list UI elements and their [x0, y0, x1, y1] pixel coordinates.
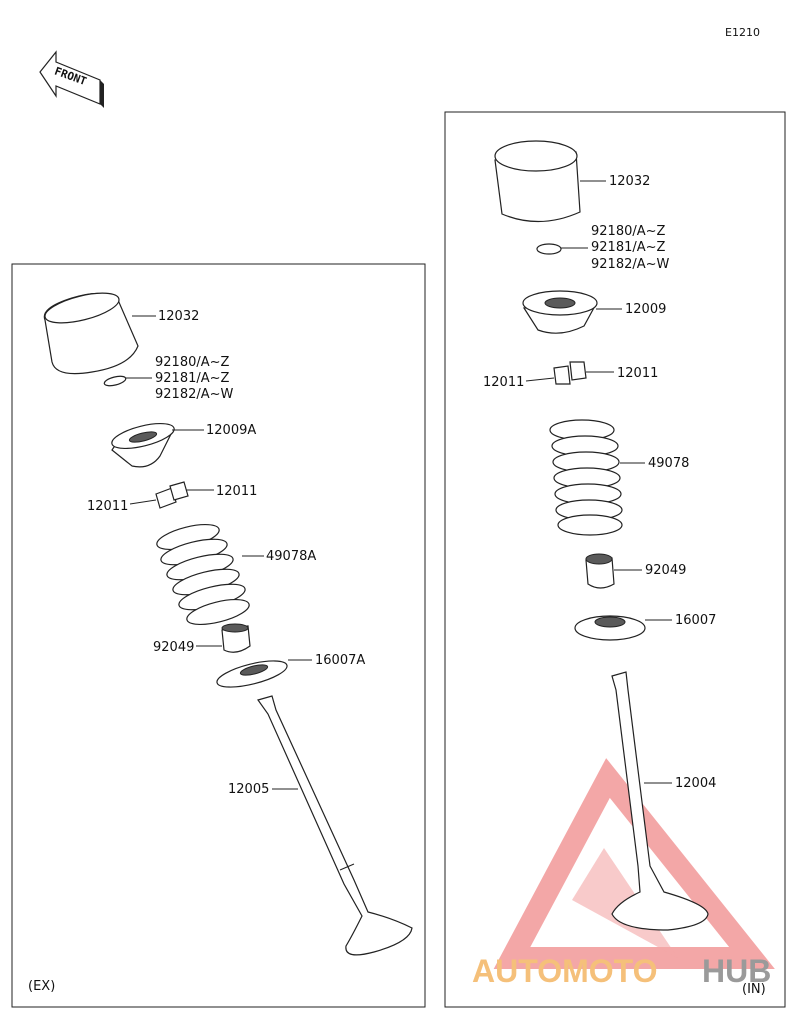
- in-label-cotter-left: 12011: [483, 375, 524, 390]
- ex-label-lifter: 12032: [158, 309, 199, 324]
- watermark-text: AUTOMOTO HUB: [472, 953, 771, 989]
- ex-label-cotter-left: 12011: [87, 499, 128, 514]
- in-label-seat: 16007: [675, 613, 716, 628]
- diagram-code: E1210: [725, 26, 760, 39]
- in-label-cotter-right: 12011: [617, 366, 658, 381]
- in-cotters: [553, 361, 587, 385]
- watermark-part1: AUTOMOTO: [472, 953, 657, 989]
- in-caption: (IN): [742, 982, 766, 997]
- in-label-shim-2: 92181/A~Z: [591, 240, 666, 255]
- in-valve: [611, 671, 709, 931]
- ex-retainer: [111, 422, 175, 468]
- in-spring: [549, 419, 623, 536]
- in-lifter: [494, 140, 581, 223]
- ex-label-seal: 92049: [153, 640, 194, 655]
- in-frame: [444, 111, 786, 1008]
- in-seat: [574, 615, 646, 641]
- ex-seat: [216, 660, 288, 688]
- in-label-spring: 49078: [648, 456, 689, 471]
- watermark-part2: HUB: [702, 953, 771, 989]
- ex-seal: [221, 623, 251, 653]
- ex-lifter: [43, 292, 139, 375]
- ex-label-valve: 12005: [228, 782, 269, 797]
- ex-shim: [103, 375, 127, 387]
- in-shim: [536, 243, 562, 255]
- in-label-shim-3: 92182/A~W: [591, 257, 670, 272]
- ex-label-shim-2: 92181/A~Z: [155, 371, 230, 386]
- in-label-shim-1: 92180/A~Z: [591, 224, 666, 239]
- ex-frame: [11, 263, 426, 1008]
- ex-caption: (EX): [28, 979, 55, 994]
- in-label-valve: 12004: [675, 776, 716, 791]
- ex-spring: [156, 523, 250, 626]
- ex-label-retainer: 12009A: [206, 423, 256, 438]
- in-seal: [585, 553, 615, 589]
- ex-cotters: [155, 481, 189, 509]
- in-label-seal: 92049: [645, 563, 686, 578]
- front-arrow-icon: FRONT: [39, 50, 104, 108]
- ex-label-shim-1: 92180/A~Z: [155, 355, 230, 370]
- ex-label-spring: 49078A: [266, 549, 316, 564]
- ex-label-shim-3: 92182/A~W: [155, 387, 234, 402]
- ex-label-cotter-right: 12011: [216, 484, 257, 499]
- in-label-retainer: 12009: [625, 302, 666, 317]
- in-retainer: [522, 290, 598, 334]
- ex-label-seat: 16007A: [315, 653, 365, 668]
- ex-valve: [257, 695, 413, 956]
- in-label-lifter: 12032: [609, 174, 650, 189]
